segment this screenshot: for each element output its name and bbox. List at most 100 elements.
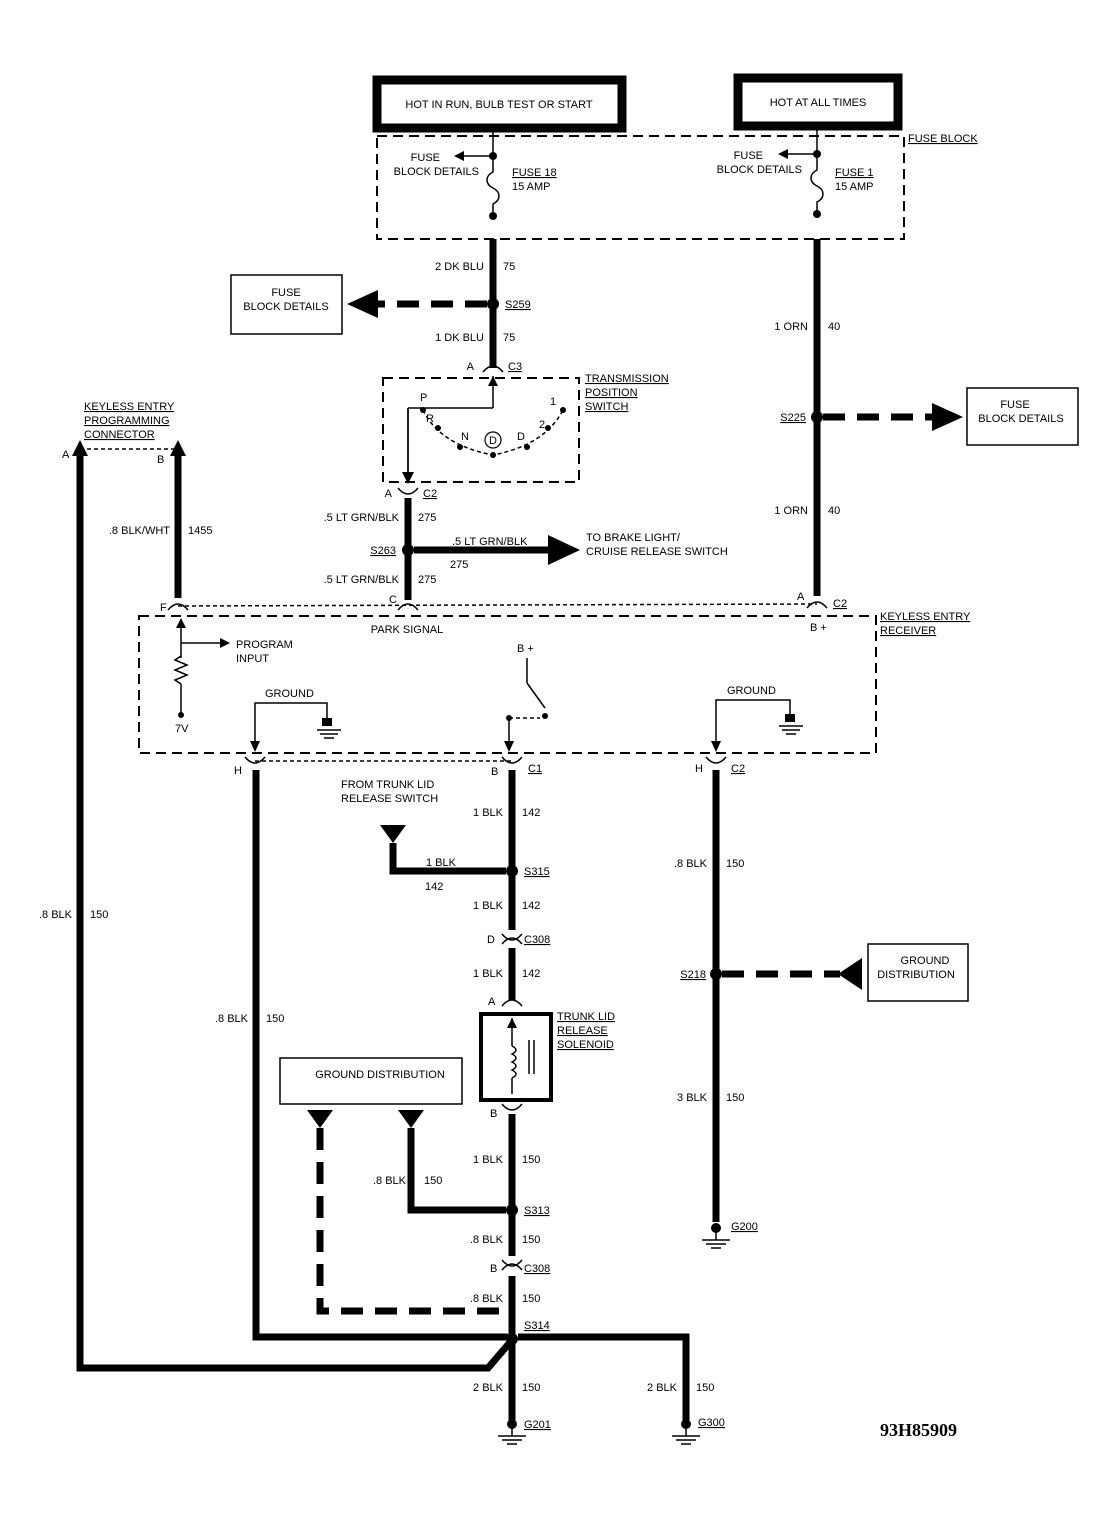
svg-text:S315: S315	[524, 866, 550, 878]
svg-text:1 BLK: 1 BLK	[473, 900, 504, 912]
splice-s225: S225	[780, 411, 823, 424]
svg-text:DISTRIBUTION: DISTRIBUTION	[877, 969, 955, 981]
svg-text:275: 275	[418, 512, 436, 524]
connector-c308-b: B C308	[490, 1259, 550, 1275]
ground-g201: G201	[498, 1419, 551, 1445]
svg-text:P: P	[420, 392, 427, 404]
program-input-circuit: PROGRAM INPUT 7V	[173, 618, 293, 735]
svg-text:GROUND: GROUND	[265, 688, 314, 700]
svg-text:CRUISE RELEASE SWITCH: CRUISE RELEASE SWITCH	[586, 546, 728, 558]
connector-c1: B C1	[491, 756, 542, 778]
splice-s263: S263	[370, 544, 414, 557]
svg-text:40: 40	[828, 321, 840, 333]
svg-text:15 AMP: 15 AMP	[835, 181, 874, 193]
svg-text:FROM TRUNK LID: FROM TRUNK LID	[341, 779, 434, 791]
fuse-1: FUSE BLOCK DETAILS FUSE 1 15 AMP	[717, 126, 874, 218]
svg-text:150: 150	[522, 1293, 540, 1305]
keyless-entry-receiver: KEYLESS ENTRY RECEIVER PARK SIGNAL	[138, 603, 971, 754]
svg-text:KEYLESS ENTRY: KEYLESS ENTRY	[84, 401, 175, 413]
connector-c2-h: H C2	[695, 756, 745, 775]
receiver-ground-right: GROUND	[711, 685, 803, 752]
svg-text:150: 150	[90, 909, 108, 921]
svg-text:INPUT: INPUT	[236, 653, 269, 665]
svg-text:C2: C2	[731, 763, 745, 775]
trunk-switch-arrow	[380, 825, 406, 843]
svg-text:.5 LT GRN/BLK: .5 LT GRN/BLK	[324, 574, 400, 586]
svg-text:7V: 7V	[175, 723, 189, 735]
svg-text:150: 150	[522, 1382, 540, 1394]
connector-solenoid-b: B	[490, 1103, 523, 1120]
svg-text:2 DK BLU: 2 DK BLU	[435, 261, 484, 273]
svg-text:FUSE 1: FUSE 1	[835, 167, 874, 179]
svg-text:142: 142	[522, 968, 540, 980]
svg-text:1455: 1455	[188, 525, 212, 537]
svg-text:C3: C3	[508, 361, 522, 373]
svg-text:150: 150	[522, 1154, 540, 1166]
trunk-lid-release-solenoid: TRUNK LID RELEASE SOLENOID	[479, 1011, 615, 1102]
svg-text:S259: S259	[505, 299, 531, 311]
svg-text:BLOCK DETAILS: BLOCK DETAILS	[394, 166, 479, 178]
connector-h-left: H	[234, 756, 266, 777]
svg-text:CONNECTOR: CONNECTOR	[84, 429, 155, 441]
svg-text:275: 275	[450, 559, 468, 571]
svg-text:H: H	[234, 765, 242, 777]
wire-150-g300	[518, 1333, 690, 1420]
receiver-output-switch: B +	[504, 643, 548, 752]
svg-text:G201: G201	[524, 1419, 551, 1431]
svg-text:G300: G300	[698, 1417, 725, 1429]
arrow-right-fuse	[932, 403, 963, 431]
svg-text:B: B	[490, 1263, 497, 1275]
svg-text:F: F	[160, 602, 167, 614]
svg-text:.8 BLK: .8 BLK	[215, 1013, 249, 1025]
svg-text:FUSE: FUSE	[411, 152, 440, 164]
fuse-block: FUSE BLOCK	[376, 133, 978, 240]
svg-text:A: A	[797, 591, 805, 603]
svg-text:KEYLESS ENTRY: KEYLESS ENTRY	[880, 611, 971, 623]
svg-text:15 AMP: 15 AMP	[512, 181, 551, 193]
connector-c3: A C3	[467, 361, 522, 373]
svg-text:B: B	[157, 454, 164, 466]
svg-text:PROGRAMMING: PROGRAMMING	[84, 415, 170, 427]
svg-text:BLOCK DETAILS: BLOCK DETAILS	[717, 164, 802, 176]
splice-s315: S315	[506, 865, 550, 878]
splice-s218: S218	[680, 968, 722, 981]
svg-text:2 BLK: 2 BLK	[647, 1382, 678, 1394]
svg-text:3 BLK: 3 BLK	[677, 1092, 708, 1104]
svg-text:40: 40	[828, 505, 840, 517]
connector-f: F	[160, 602, 189, 614]
svg-text:1 BLK: 1 BLK	[473, 807, 504, 819]
svg-text:FUSE: FUSE	[271, 287, 300, 299]
wire-142-switch	[389, 843, 506, 875]
svg-text:.8 BLK: .8 BLK	[470, 1234, 504, 1246]
svg-text:1: 1	[550, 396, 556, 408]
keyless-programming-connector: KEYLESS ENTRY PROGRAMMING CONNECTOR A B	[62, 401, 178, 466]
svg-text:D: D	[517, 431, 525, 443]
svg-text:D: D	[487, 934, 495, 946]
svg-text:.8 BLK: .8 BLK	[39, 909, 73, 921]
fuse-block-details-right-box: FUSE BLOCK DETAILS	[966, 387, 1079, 446]
svg-text:S313: S313	[524, 1205, 550, 1217]
svg-text:B +: B +	[517, 643, 534, 655]
connector-c2-receiver: A C2 B +	[797, 591, 847, 634]
svg-text:BLOCK DETAILS: BLOCK DETAILS	[243, 301, 328, 313]
svg-text:FUSE: FUSE	[734, 150, 763, 162]
svg-text:142: 142	[425, 881, 443, 893]
connector-solenoid-a: A	[488, 996, 523, 1008]
svg-text:1 ORN: 1 ORN	[774, 321, 808, 333]
svg-text:2 BLK: 2 BLK	[473, 1382, 504, 1394]
svg-text:POSITION: POSITION	[585, 387, 638, 399]
svg-text:D: D	[489, 435, 497, 447]
ground-dist-arrow-a	[307, 1110, 333, 1128]
svg-text:N: N	[461, 431, 469, 443]
svg-text:SWITCH: SWITCH	[585, 401, 628, 413]
svg-text:GROUND DISTRIBUTION: GROUND DISTRIBUTION	[315, 1069, 445, 1081]
svg-text:.8 BLK/WHT: .8 BLK/WHT	[109, 525, 170, 537]
svg-text:A: A	[385, 488, 393, 500]
svg-text:PARK SIGNAL: PARK SIGNAL	[371, 624, 444, 636]
svg-text:C2: C2	[423, 488, 437, 500]
fuse-block-title: FUSE BLOCK	[908, 133, 978, 145]
svg-text:FUSE 18: FUSE 18	[512, 167, 557, 179]
wire-150-h	[252, 770, 508, 1341]
svg-text:1 BLK: 1 BLK	[473, 968, 504, 980]
